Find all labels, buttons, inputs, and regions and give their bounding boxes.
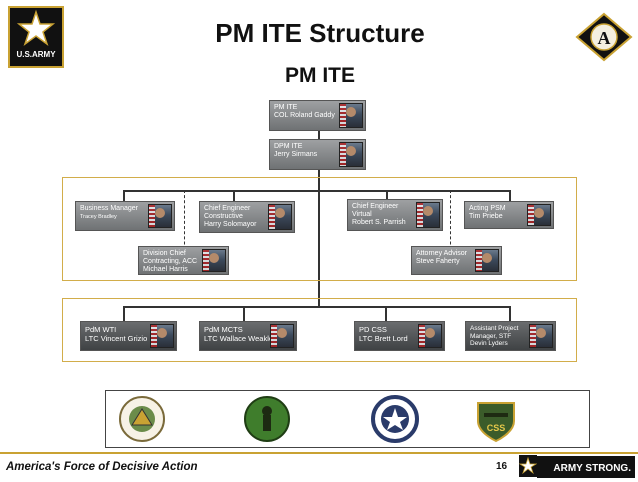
staff-panel [62, 177, 577, 281]
pd-css-box: PD CSS LTC Brett Lord [354, 321, 445, 351]
box-title: Acting PSM [469, 205, 506, 212]
dashed-connector [184, 190, 185, 260]
connector [385, 306, 387, 322]
pm-css-emblem-icon [371, 395, 419, 443]
box-title: PM ITE [274, 104, 298, 111]
us-army-logo: U.S.ARMY [8, 6, 64, 68]
box-subtitle: Contracting, ACC [143, 258, 198, 265]
pm-connector [123, 306, 509, 308]
pdm-wti-box: PdM WTI LTC Vincent Grizio [80, 321, 177, 351]
connector [123, 190, 125, 202]
box-name: Harry Solomayor [204, 221, 257, 228]
box-title: Business Manager [80, 205, 138, 212]
box-name: Michael Harris [143, 266, 188, 273]
assistant-pm-box: Assistant Project Manager, STF Devin Lyd… [465, 321, 556, 351]
org-subtitle: PM ITE [284, 64, 355, 87]
pm-wti-emblem-icon [119, 396, 165, 442]
acting-psm-box: Acting PSM Tim Priebe [464, 201, 554, 229]
acquisition-emblem-icon: A [575, 12, 633, 62]
box-title: Division Chief [143, 250, 186, 257]
connector [123, 306, 125, 322]
pm-ite-box: PM ITE COL Roland Gaddy [269, 100, 366, 131]
pm-mcts-emblem-icon [244, 396, 290, 442]
box-name: Jerry Sirmans [274, 151, 318, 158]
attorney-advisor-box: Attorney Advisor Steve Faherty [411, 246, 502, 275]
connector [386, 190, 388, 202]
portrait-photo [339, 142, 363, 167]
portrait-photo [150, 324, 174, 348]
connector [233, 190, 235, 202]
box-name: Steve Faherty [416, 258, 460, 265]
pdm-mcts-box: PdM MCTS LTC Wallace Weakley [199, 321, 297, 351]
portrait-photo [475, 249, 499, 272]
svg-text:CSS: CSS [487, 423, 506, 433]
box-title: DPM ITE [274, 143, 303, 150]
box-title: Chief Engineer [204, 205, 251, 212]
connector [509, 190, 511, 202]
chief-engineer-constructive-box: Chief Engineer Constructive Harry Soloma… [199, 201, 295, 233]
box-title: Assistant Project [470, 325, 519, 332]
stf-emblem-icon: CSS [477, 402, 515, 443]
staff-connector [123, 190, 509, 192]
chief-engineer-virtual-box: Chief Engineer Virtual Robert S. Parrish [347, 199, 443, 231]
connector [509, 306, 511, 322]
division-chief-box: Division Chief Contracting, ACC Michael … [138, 246, 229, 275]
portrait-photo [418, 324, 442, 348]
portrait-photo [527, 204, 551, 226]
portrait-photo [270, 324, 294, 348]
box-name: COL Roland Gaddy [274, 112, 335, 119]
box-subtitle: Manager, STF [470, 332, 512, 340]
svg-text:A: A [598, 28, 611, 48]
page-number: 16 [496, 461, 508, 472]
product-managers-panel [62, 298, 577, 362]
army-strong-logo: ARMY STRONG. [537, 456, 635, 478]
box-title: PdM MCTS [204, 325, 243, 334]
dpm-ite-box: DPM ITE Jerry Sirmans [269, 139, 366, 170]
box-name: LTC Wallace Weakley [204, 334, 277, 343]
box-title: Chief Engineer [352, 203, 399, 210]
box-title: PdM WTI [85, 325, 117, 334]
portrait-photo [529, 324, 553, 348]
main-connector [318, 130, 320, 306]
box-name: Tim Priebe [469, 213, 503, 220]
connector [243, 306, 245, 322]
box-title: PD CSS [359, 325, 387, 334]
box-name: LTC Brett Lord [359, 334, 408, 343]
footer-divider [0, 452, 638, 454]
portrait-photo [202, 249, 226, 272]
army-logo-text: U.S.ARMY [16, 50, 56, 59]
portrait-photo [148, 204, 172, 228]
army-star-icon [519, 455, 537, 477]
footer-slogan: America's Force of Decisive Action [6, 461, 198, 473]
portrait-photo [416, 202, 440, 228]
box-title: Attorney Advisor [416, 250, 467, 257]
dashed-connector [450, 190, 451, 260]
box-subtitle: Virtual [352, 211, 372, 218]
box-name: Devin Lyders [470, 340, 508, 347]
army-star-icon [16, 9, 56, 46]
business-manager-box: Business Manager Tracey Bradley [75, 201, 175, 231]
box-name: Tracey Bradley [80, 214, 117, 220]
box-name: Robert S. Parrish [352, 219, 406, 226]
page-title: PM ITE Structure [215, 18, 425, 48]
box-subtitle: Constructive [204, 213, 243, 220]
box-name: LTC Vincent Grizio [85, 334, 148, 343]
portrait-photo [339, 103, 363, 128]
portrait-photo [268, 204, 292, 230]
